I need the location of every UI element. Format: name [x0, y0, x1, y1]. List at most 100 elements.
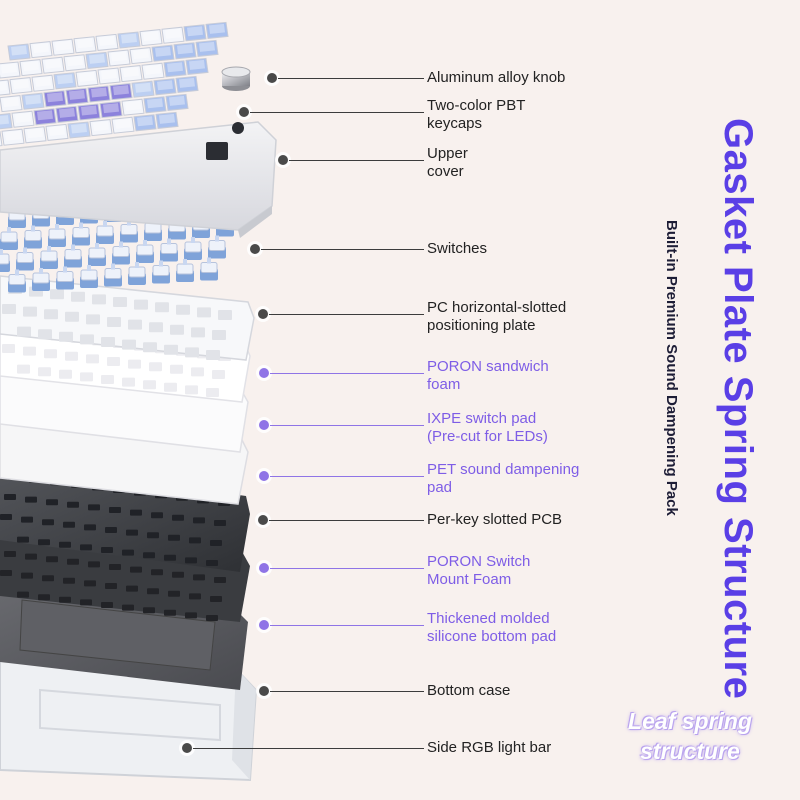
- keycap: [99, 101, 123, 119]
- callout-dot: [259, 420, 269, 430]
- callout-label-line: pad: [427, 479, 453, 496]
- callout-label-line: PORON sandwich: [427, 358, 549, 375]
- keycap: [55, 105, 79, 123]
- keycap: [73, 36, 97, 54]
- callout-label-line: PET sound dampening: [427, 461, 580, 478]
- callout-dot: [258, 515, 268, 525]
- switch: [160, 238, 178, 262]
- subtitle: Built-in Premium Sound Dampening Pack: [663, 220, 680, 516]
- switch: [88, 243, 106, 266]
- switch: [24, 225, 42, 249]
- switch: [104, 263, 122, 287]
- keycap: [19, 59, 43, 77]
- keycap: [165, 93, 189, 111]
- keycap: [75, 69, 99, 87]
- keycap: [155, 111, 179, 129]
- keycap: [95, 33, 119, 51]
- callout-label-line: IXPE switch pad: [427, 410, 537, 427]
- callout-label-line: Two-color PBT: [427, 97, 526, 114]
- callout-dot: [278, 155, 288, 165]
- callout-leader-line: [270, 625, 424, 626]
- keycap: [9, 77, 33, 95]
- keycap: [173, 42, 197, 60]
- keycap: [53, 72, 77, 90]
- switch: [0, 249, 10, 272]
- keycap: [43, 90, 67, 108]
- switch: [72, 222, 90, 246]
- switch: [8, 269, 26, 293]
- callout-leader-line: [193, 748, 424, 749]
- callout-label-line: Switches: [427, 240, 488, 257]
- callout-label-line: Side RGB light bar: [427, 739, 552, 756]
- callout-label-line: positioning plate: [427, 317, 536, 334]
- keycap: [85, 51, 109, 69]
- keycap: [1, 128, 25, 146]
- callout-label-line: Aluminum alloy knob: [427, 69, 566, 86]
- callout-label: IXPE switch pad(Pre-cut for LEDs): [427, 410, 548, 446]
- callout-label-line: PC horizontal-slotted: [427, 299, 567, 316]
- callout-dot: [259, 563, 269, 573]
- keycap: [0, 131, 3, 147]
- keycap: [87, 85, 111, 103]
- callout-leader-line: [261, 249, 424, 250]
- keycap: [0, 113, 13, 130]
- callout-label-line: Upper: [427, 145, 468, 162]
- callout-label-line: (Pre-cut for LEDs): [427, 428, 548, 445]
- switch: [184, 237, 202, 260]
- switch: [112, 241, 130, 265]
- callout-leader-line: [270, 425, 424, 426]
- callout-label-line: PORON Switch: [427, 553, 531, 570]
- keycap: [21, 92, 45, 110]
- callout-label: Bottom case: [427, 682, 510, 700]
- keycap: [89, 119, 113, 137]
- callout-leader-line: [270, 373, 424, 374]
- keycap: [119, 65, 143, 83]
- keycap: [0, 61, 21, 79]
- switch: [136, 240, 154, 263]
- keycap: [45, 123, 69, 141]
- keycap: [163, 60, 187, 78]
- keycap: [51, 38, 75, 56]
- keycap: [77, 103, 101, 121]
- keycap: [117, 31, 141, 49]
- pc-positioning-plate: [0, 275, 255, 361]
- callout-dot: [259, 368, 269, 378]
- keycap: [107, 49, 131, 67]
- switch: [40, 246, 58, 269]
- callout-label-line: Thickened molded: [427, 610, 550, 627]
- keycap: [131, 80, 155, 98]
- keycap: [65, 87, 89, 105]
- keycap: [111, 116, 135, 134]
- keycap: [7, 43, 31, 61]
- callout-label-line: Per-key slotted PCB: [427, 511, 563, 528]
- switch: [120, 219, 138, 243]
- keycap: [0, 95, 23, 113]
- knob-hole: [232, 122, 244, 134]
- keycap: [205, 21, 229, 39]
- switch: [200, 257, 218, 281]
- keycap: [183, 24, 207, 42]
- callout-leader-line: [269, 520, 424, 521]
- callout-dot: [250, 244, 260, 254]
- callout-label-line: Bottom case: [427, 682, 511, 699]
- callout-label: Per-key slotted PCB: [427, 511, 562, 529]
- switch: [32, 268, 50, 291]
- leaf-spring-badge: Leaf spring structure: [600, 706, 780, 766]
- keycaps-layer: [0, 21, 229, 147]
- keycap: [97, 67, 121, 85]
- keycap: [23, 126, 47, 144]
- keycap: [63, 54, 87, 72]
- switch: [96, 221, 114, 244]
- keycap: [67, 121, 91, 139]
- switch: [0, 227, 18, 250]
- keycap: [139, 29, 163, 47]
- callout-leader-line: [250, 112, 424, 113]
- keycap: [33, 108, 57, 126]
- switch: [152, 260, 170, 284]
- aluminum-knob: [221, 66, 251, 91]
- keycap: [153, 78, 177, 96]
